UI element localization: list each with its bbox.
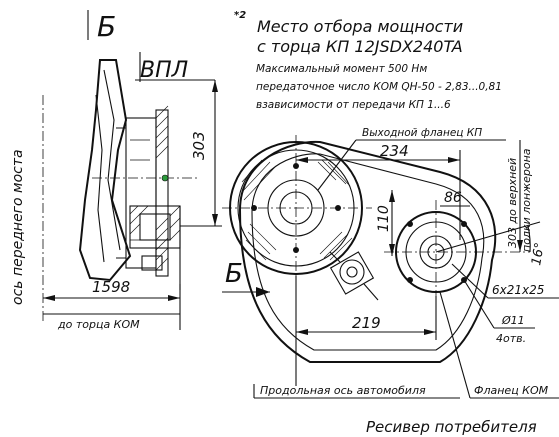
note-block: *2 Место отбора мощности с торца КП 12JS… — [234, 10, 502, 111]
side-view: Б ВПЛ 303 ось переднего моста — [10, 10, 222, 331]
note-title-2: с торца КП 12JSDX240TA — [257, 37, 463, 56]
dim-1598: 1598 — [92, 278, 130, 296]
dim-110: 110 — [376, 205, 392, 232]
receiver-label: Ресивер потребителя — [366, 418, 537, 436]
vpl-label: ВПЛ — [140, 58, 188, 83]
output-flange-label: Выходной фланец КП — [362, 127, 482, 139]
front-axle-label: ось переднего моста — [10, 149, 26, 305]
note-mark: *2 — [234, 10, 246, 21]
note-line-3: Максимальный момент 500 Нм — [256, 63, 427, 75]
frame-top-line1: 303 до верхней — [506, 158, 519, 248]
spline-label: 6x21x25 — [492, 283, 544, 297]
pto-flange-label: Фланец КОМ — [474, 384, 549, 397]
long-axis-label: Продольная ось автомобиля — [260, 384, 426, 397]
dim-219: 219 — [352, 314, 381, 332]
dim-303: 303 — [190, 131, 208, 160]
holes-count-label: 4отв. — [496, 332, 526, 345]
view-arrow-label: Б — [225, 259, 243, 289]
note-line-5: взависимости от передачи КП 1...6 — [256, 99, 451, 111]
to-pto-end-label: до торца КОМ — [57, 318, 140, 331]
angle-16: 16° — [529, 241, 548, 266]
note-title-1: Место отбора мощности — [257, 17, 463, 36]
view-label-b: Б — [97, 10, 116, 43]
holes-dia-label: Ø11 — [501, 314, 525, 327]
front-view: Выходной фланец КП 234 86 — [222, 127, 559, 399]
note-line-4: передаточное число КОМ QH-50 - 2,83...0,… — [256, 81, 502, 93]
dim-86: 86 — [444, 190, 462, 206]
frame-top-line2: полки лонжерона — [520, 148, 533, 252]
dim-234: 234 — [380, 142, 409, 160]
